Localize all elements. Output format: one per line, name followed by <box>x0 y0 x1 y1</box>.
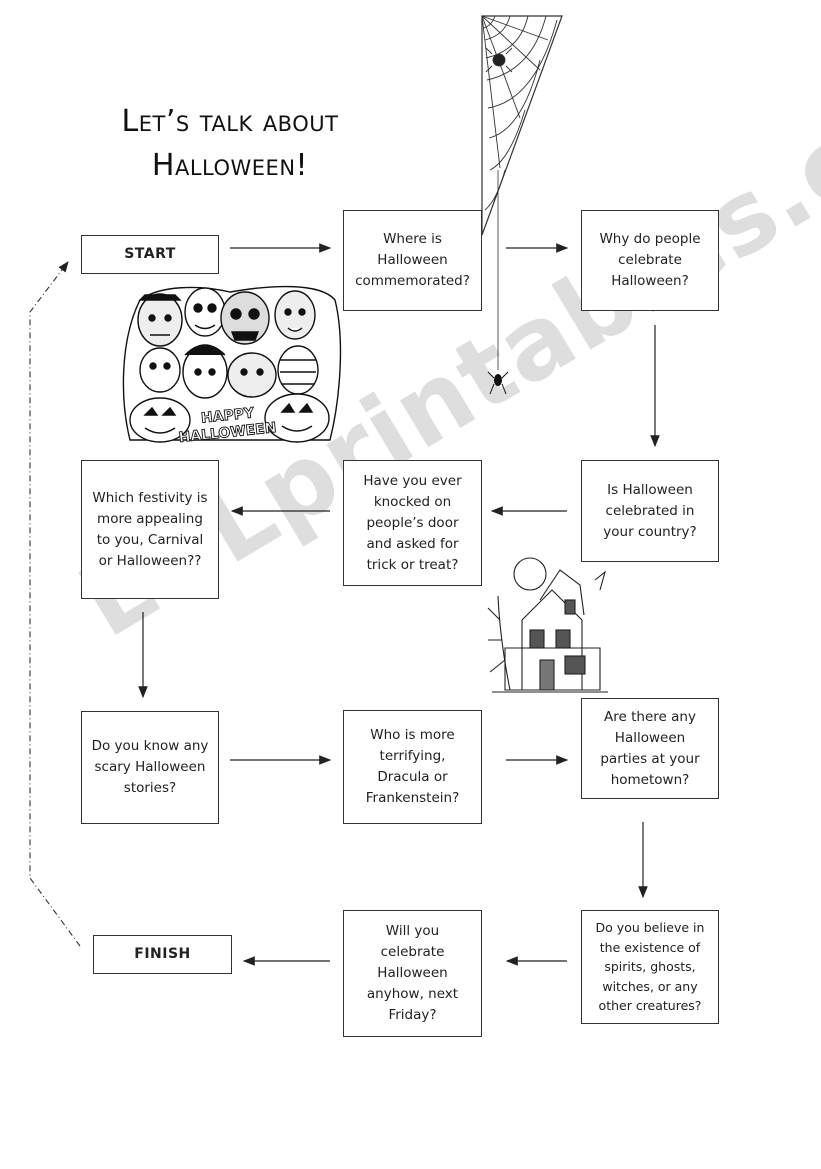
haunted-house-illustration <box>487 557 608 693</box>
title-line-1: Let’s talk about <box>121 104 339 139</box>
question-box-2: Why do people celebrate Halloween? <box>581 210 719 311</box>
arrow-finish-to-start <box>29 261 81 947</box>
monsters-banner-text: HAPPY <box>200 405 255 427</box>
question-box-5: Which festivity is more appealing to you… <box>81 460 219 599</box>
question-box-4: Have you ever knocked on people’s door a… <box>343 460 482 586</box>
monsters-illustration <box>122 285 342 443</box>
question-box-1: Where is Halloween commemorated? <box>343 210 482 311</box>
page-title: Let’s talk about Halloween! <box>70 100 390 188</box>
question-box-7: Who is more terrifying, Dracula or Frank… <box>343 710 482 824</box>
finish-box: FINISH <box>93 935 232 974</box>
start-box: START <box>81 235 219 274</box>
question-box-6: Do you know any scary Halloween stories? <box>81 711 219 824</box>
question-box-8: Are there any Halloween parties at your … <box>581 698 719 799</box>
question-box-3: Is Halloween celebrated in your country? <box>581 460 719 562</box>
hanging-spider-icon <box>487 371 509 395</box>
spider-web-illustration <box>481 15 563 370</box>
question-box-9: Do you believe in the existence of spiri… <box>581 910 719 1024</box>
question-box-10: Will you celebrate Halloween anyhow, nex… <box>343 910 482 1037</box>
title-line-2: Halloween! <box>151 148 309 183</box>
